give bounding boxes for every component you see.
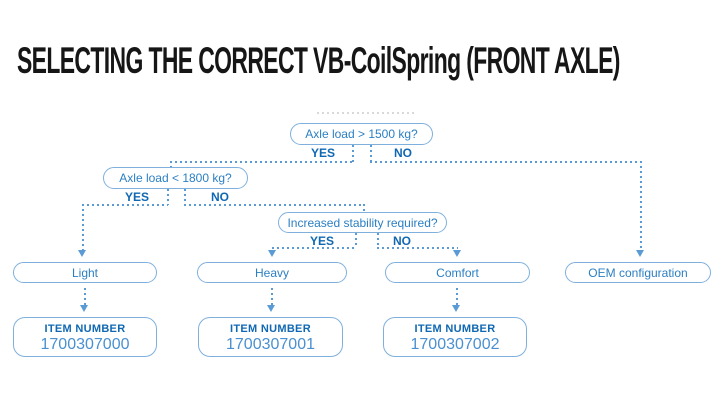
item-box-heavy: ITEM NUMBER 1700307001 xyxy=(198,317,343,357)
connector-q3-no-stub xyxy=(377,233,379,248)
q1-no-label: NO xyxy=(394,146,412,160)
faint-connector xyxy=(317,112,415,114)
q2-no-label: NO xyxy=(211,190,229,204)
connector-light-to-item xyxy=(84,288,86,305)
connector-to-oem xyxy=(640,161,642,250)
connector-q2-no-stub xyxy=(184,189,186,205)
item-box-comfort: ITEM NUMBER 1700307002 xyxy=(383,317,527,357)
connector-q2-no-horizontal xyxy=(184,204,364,206)
q2-yes-label: YES xyxy=(124,190,149,204)
connector-q1-no-horizontal xyxy=(370,161,642,163)
question-box-axle-load-1500: Axle load > 1500 kg? xyxy=(290,123,433,145)
outcome-pill-comfort: Comfort xyxy=(385,262,530,283)
item-number-label: ITEM NUMBER xyxy=(230,323,311,335)
page-title: SELECTING THE CORRECT VB-CoilSpring (FRO… xyxy=(17,40,620,81)
outcome-pill-oem-configuration: OEM configuration xyxy=(565,262,711,283)
arrow-to-comfort xyxy=(453,250,461,257)
arrow-light-item xyxy=(80,305,88,312)
item-box-light: ITEM NUMBER 1700307000 xyxy=(13,317,157,357)
connector-q3-yes-stub xyxy=(355,233,357,248)
connector-q1-no-stub xyxy=(370,145,372,162)
item-number-label: ITEM NUMBER xyxy=(414,323,496,335)
connector-q1-yes-horizontal xyxy=(170,161,354,163)
arrow-to-heavy xyxy=(268,250,276,257)
arrow-to-light xyxy=(78,250,86,257)
connector-q1-yes-stub xyxy=(352,145,354,162)
q1-yes-label: YES xyxy=(310,146,335,160)
connector-into-q2 xyxy=(170,161,172,168)
question-box-stability: Increased stability required? xyxy=(278,212,447,233)
connector-heavy-to-item xyxy=(271,288,273,305)
item-number-value: 1700307000 xyxy=(40,336,130,353)
connector-into-q3 xyxy=(363,204,365,212)
arrow-heavy-item xyxy=(267,305,275,312)
item-number-value: 1700307001 xyxy=(226,336,315,353)
item-number-label: ITEM NUMBER xyxy=(44,323,126,335)
q3-no-label: NO xyxy=(393,234,411,248)
connector-q2-yes-stub xyxy=(167,189,169,205)
outcome-pill-heavy: Heavy xyxy=(197,262,347,283)
connector-to-light xyxy=(82,204,84,250)
outcome-pill-light: Light xyxy=(13,262,157,283)
q3-yes-label: YES xyxy=(309,234,334,248)
connector-q2-yes-horizontal xyxy=(82,204,168,206)
connector-q3-yes-horizontal xyxy=(272,247,357,249)
item-number-value: 1700307002 xyxy=(410,336,500,353)
connector-q3-no-horizontal xyxy=(377,247,458,249)
arrow-comfort-item xyxy=(452,305,460,312)
connector-comfort-to-item xyxy=(456,288,458,305)
arrow-to-oem xyxy=(636,250,644,257)
question-box-axle-load-1800: Axle load < 1800 kg? xyxy=(103,167,248,189)
